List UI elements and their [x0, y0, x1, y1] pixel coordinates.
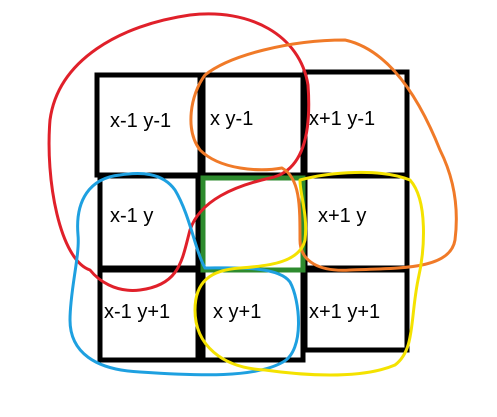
cell-n-label: x y-1 — [210, 108, 253, 130]
cell-labels: x-1 y-1 x y-1 x+1 y-1 x-1 y x+1 y x-1 y+… — [104, 108, 380, 323]
cell-sw-label: x-1 y+1 — [104, 301, 170, 323]
cell-s-label: x y+1 — [213, 301, 261, 323]
cell-sw-box — [97, 267, 201, 363]
cell-e-label: x+1 y — [318, 205, 366, 227]
cell-ne-label: x+1 y-1 — [309, 108, 375, 130]
cell-se-label: x+1 y+1 — [309, 301, 380, 323]
cell-c-box — [200, 175, 306, 273]
blue-loop — [68, 172, 300, 377]
yellow-loop — [193, 170, 425, 377]
hand-drawn-loops — [47, 12, 458, 377]
red-loop — [47, 12, 311, 292]
cell-w-label: x-1 y — [110, 205, 153, 227]
orange-loop — [189, 38, 458, 272]
cell-nw-label: x-1 y-1 — [110, 110, 171, 132]
